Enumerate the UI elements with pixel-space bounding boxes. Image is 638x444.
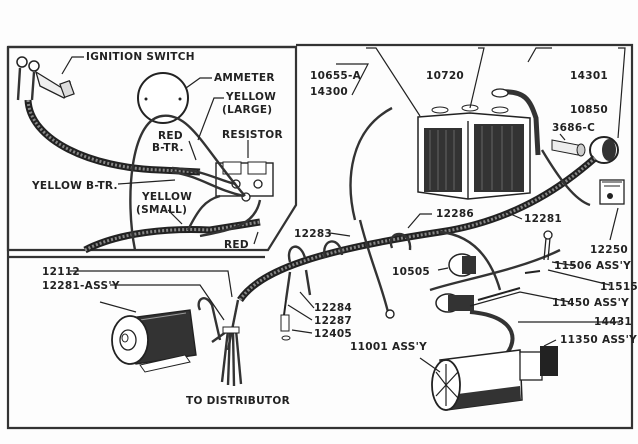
- inset-frame: [6, 45, 298, 252]
- label-14301: 14301: [570, 70, 608, 82]
- wire-to-regulator: [429, 248, 561, 292]
- label-resistor: RESISTOR: [222, 129, 283, 141]
- label-12405: 12405: [314, 328, 352, 340]
- label-12250: 12250: [590, 244, 628, 256]
- yellow-large-wire: [129, 114, 246, 251]
- label-12283: 12283: [294, 228, 332, 240]
- horn-wire: [540, 149, 591, 207]
- label-red-btr-1: RED: [158, 130, 183, 142]
- label-red-btr-2: B-TR.: [152, 142, 184, 154]
- label-to-distributor: TO DISTRIBUTOR: [186, 395, 290, 407]
- label-red: RED: [224, 239, 249, 251]
- label-12281-assy: 12281-ASS'Y: [42, 280, 120, 292]
- label-10850: 10850: [570, 104, 608, 116]
- label-11450: 11450 ASS'Y: [552, 297, 629, 309]
- horn: [589, 136, 619, 164]
- label-yellow-btr: YELLOW B-TR.: [31, 180, 118, 192]
- generator-wire: [197, 297, 222, 341]
- label-3686c: 3686-C: [552, 122, 595, 134]
- label-12281: 12281: [524, 213, 562, 225]
- part-11515: [524, 270, 541, 274]
- battery-cable: [349, 106, 393, 221]
- battery: [417, 104, 531, 200]
- label-ignition-switch: IGNITION SWITCH: [86, 51, 195, 63]
- label-12286: 12286: [436, 208, 474, 220]
- yellow-btr-wire: [171, 170, 245, 198]
- label-12287: 12287: [314, 315, 352, 327]
- generator: [111, 309, 197, 373]
- label-11350: 11350 ASS'Y: [560, 334, 637, 346]
- label-yellow-large-1: YELLOW: [225, 91, 276, 103]
- label-11001: 11001 ASS'Y: [350, 341, 427, 353]
- label-14431: 14431: [594, 316, 632, 328]
- label-10720: 10720: [426, 70, 464, 82]
- cable-12281: [439, 230, 502, 291]
- voltage-regulator: [599, 179, 625, 205]
- spark-plug: [280, 299, 291, 341]
- starter-motor: [431, 346, 558, 411]
- harness-clip: [222, 326, 240, 334]
- starter-solenoid: [435, 287, 521, 313]
- ignition-switch: [16, 56, 75, 101]
- yellow-small-wire: [186, 194, 221, 231]
- label-yellow-small-1: YELLOW: [141, 191, 192, 203]
- label-14300: 14300: [310, 86, 348, 98]
- label-12112: 12112: [42, 266, 80, 278]
- label-10655a: 10655-A: [310, 70, 362, 82]
- horn-button: [551, 139, 586, 157]
- label-yellow-large-2: (LARGE): [222, 104, 272, 116]
- cutout: [448, 253, 476, 277]
- switch-11506: [543, 230, 553, 261]
- label-11515: 11515: [600, 281, 638, 293]
- cable-12283: [358, 219, 390, 313]
- ammeter: [137, 72, 189, 124]
- label-ammeter: AMMETER: [214, 72, 275, 84]
- label-yellow-small-2: (SMALL): [136, 204, 187, 216]
- red-btr-wire: [171, 166, 237, 186]
- label-12284: 12284: [314, 302, 352, 314]
- label-10505: 10505: [392, 266, 430, 278]
- red-wire: [199, 199, 262, 238]
- distributor-wires: [211, 329, 243, 387]
- label-11506: 11506 ASS'Y: [554, 260, 631, 272]
